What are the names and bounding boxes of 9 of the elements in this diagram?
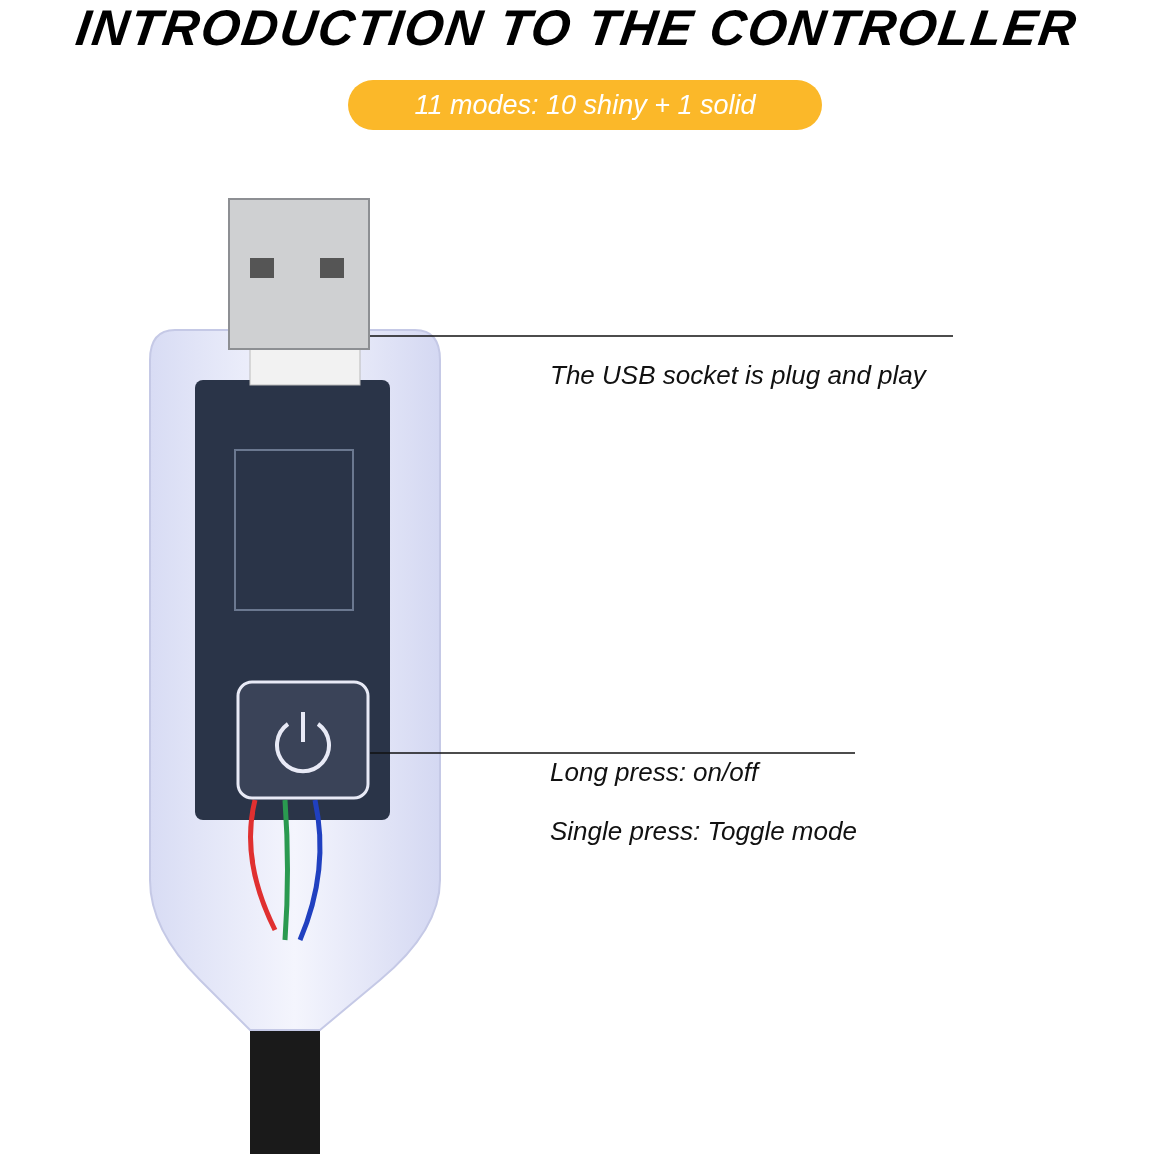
- callout-text: Single press: Toggle mode: [550, 816, 857, 847]
- power-button: [236, 680, 370, 800]
- title: INTRODUCTION TO THE CONTROLLER: [71, 0, 1083, 56]
- usb-plug: [228, 198, 370, 350]
- leader-line: [369, 752, 856, 754]
- callout-text: Long press: on/off: [550, 757, 762, 788]
- callout-text: The USB socket is plug and play: [550, 336, 955, 391]
- mode-badge: 11 modes: 10 shiny + 1 solid: [348, 80, 822, 130]
- leader-line: [369, 335, 954, 337]
